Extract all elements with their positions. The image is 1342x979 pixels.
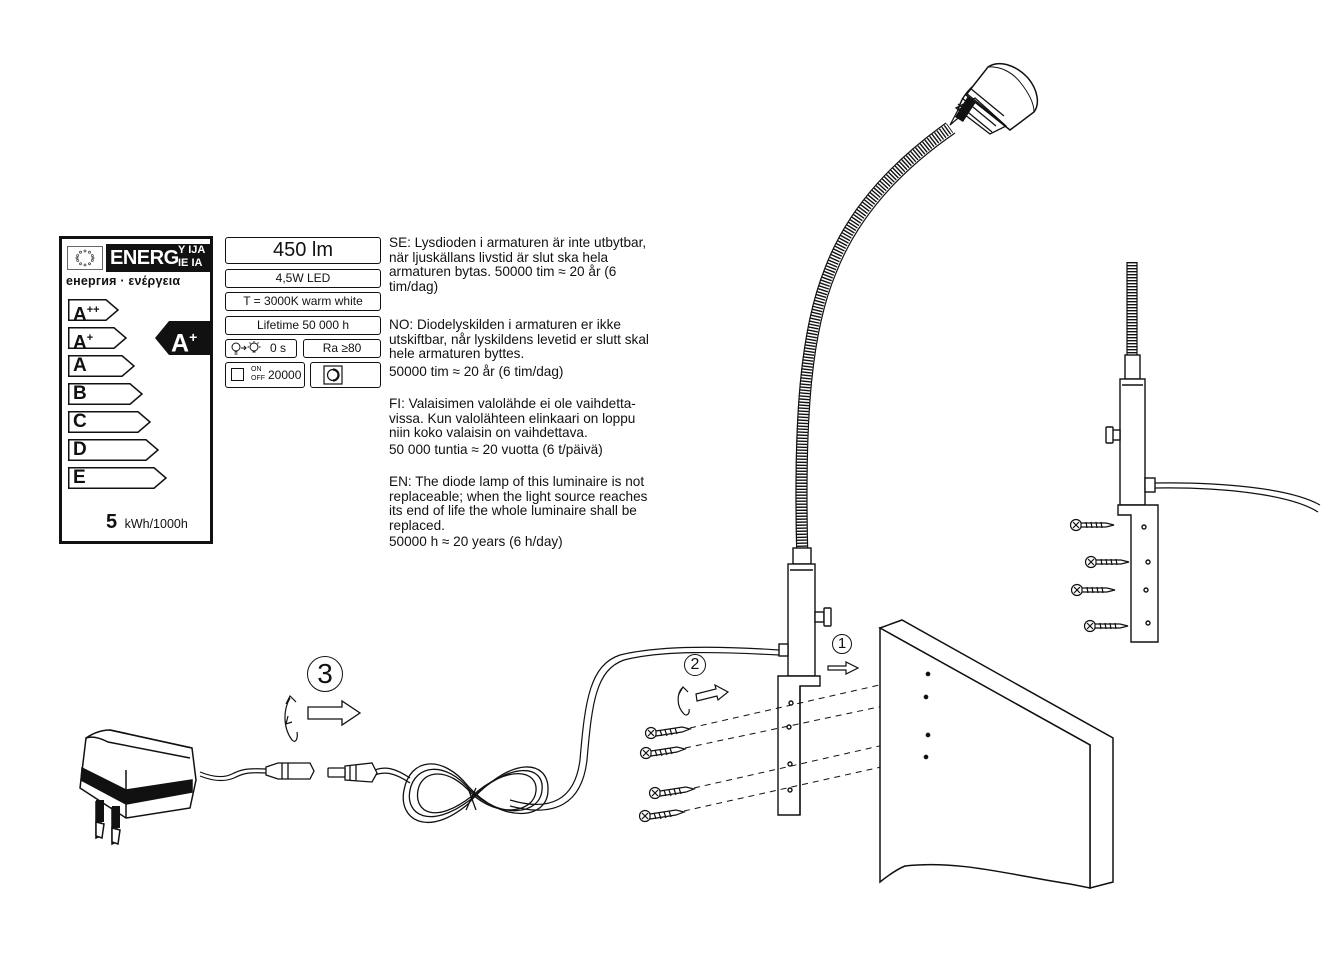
note-line: när ljuskällans livstid är slut ska hela: [389, 249, 609, 265]
spec-color-temperature: T = 3000K warm white: [225, 292, 381, 311]
note-line: vissa. Kun valolähteen elinkaari on lopp…: [389, 410, 636, 426]
switch-cycle-icon: [231, 368, 244, 381]
energy-title: ENERG: [110, 247, 179, 269]
screw: [1070, 583, 1116, 597]
note-line: 50 000 tuntia ≈ 20 vuotta (6 t/päivä): [389, 441, 603, 457]
note-line: its end of life the whole luminaire shal…: [389, 503, 637, 519]
rotate-icon-step-2: [677, 686, 690, 716]
gooseneck-arm: [795, 123, 954, 563]
detail-screws: [1069, 518, 1130, 633]
class-label: A++: [73, 304, 100, 326]
arrow-step-3: [307, 699, 362, 727]
class-label: A+: [73, 332, 94, 354]
energy-header: ENERG Y IJA IE IA: [106, 244, 212, 272]
wall-bracket: [777, 675, 821, 816]
screw-set: [638, 726, 697, 823]
spec-warmup: 0 s: [225, 339, 297, 358]
screw: [638, 809, 687, 823]
energy-consumption: 5 kWh/1000h: [106, 511, 188, 534]
dc-plug-male: [327, 762, 378, 783]
spec-dimmable: [310, 362, 381, 388]
energy-title-suffix-bottom: IE IA: [178, 257, 203, 269]
note-english: EN: The diode lamp of this luminaire is …: [389, 474, 648, 550]
spec-lumen: 450 lm: [225, 237, 381, 264]
wall-panel: [878, 619, 1114, 889]
eu-flag-icon: [67, 246, 103, 270]
lamp-head: [949, 62, 1039, 135]
energy-title-suffix-top: Y IJA: [178, 244, 206, 256]
lamp-body: [778, 547, 832, 677]
energy-label: ENERG Y IJA IE IA енергия · ενέργεια A++…: [59, 236, 213, 544]
class-label: B: [73, 383, 87, 404]
screw: [648, 786, 697, 800]
consumption-value: 5: [106, 511, 118, 533]
note-line: FI: Valaisimen valolähde ei ole vaihdett…: [389, 396, 636, 411]
note-line: replaced.: [389, 517, 445, 533]
note-line: hele armaturen byttes.: [389, 346, 525, 362]
bulb-warmup-icon: [231, 341, 261, 355]
switch-off-label: OFF: [251, 375, 265, 382]
class-label: C: [73, 411, 87, 432]
dimmer-icon: [323, 365, 343, 385]
class-label: E: [73, 467, 86, 488]
energy-word: енергия · ενέργεια: [66, 274, 181, 288]
detail-lamp-body: [1105, 354, 1156, 506]
spec-lifetime: Lifetime 50 000 h: [225, 316, 381, 335]
note-line: replaceable; when the light source reach…: [389, 488, 648, 504]
spec-power: 4,5W LED: [225, 269, 381, 288]
warmup-value: 0 s: [270, 341, 287, 355]
note-line: 50000 tim ≈ 20 år (6 tim/dag): [389, 363, 564, 379]
note-line: EN: The diode lamp of this luminaire is …: [389, 474, 645, 489]
power-adapter: [79, 729, 197, 846]
dc-plug-female: [265, 762, 315, 780]
note-line: 50000 h ≈ 20 years (6 h/day): [389, 534, 563, 550]
arrow-step-2: [695, 683, 730, 702]
note-line: NO: Diodelyskilden i armaturen er ikke: [389, 317, 621, 332]
step-number-3: 3: [307, 656, 343, 692]
note-norwegian: NO: Diodelyskilden i armaturen er ikke u…: [389, 317, 649, 379]
spec-cri: Ra ≥80: [303, 339, 381, 358]
screw: [644, 726, 693, 740]
class-label: D: [73, 439, 87, 460]
note-line: niin koko valaisin on vaihdettava.: [389, 425, 588, 441]
note-line: SE: Lysdioden i armaturen är inte utbytb…: [389, 235, 647, 250]
lamp-cable: [509, 646, 780, 805]
cable-coil: [402, 763, 549, 824]
note-line: armaturen bytas. 50000 tim ≈ 20 år (6: [389, 264, 617, 280]
screw: [639, 746, 688, 760]
rotate-icon-step-3: [284, 694, 298, 742]
screw: [1083, 619, 1129, 633]
note-line: tim/dag): [389, 278, 439, 294]
step-number-1: 1: [832, 634, 852, 654]
screw: [1069, 518, 1115, 532]
spec-switch-cycles: ON OFF 20000: [225, 362, 305, 388]
arrow-step-1: [827, 661, 860, 675]
detail-cable: [1154, 482, 1321, 506]
consumption-unit: kWh/1000h: [124, 517, 188, 531]
note-swedish: SE: Lysdioden i armaturen är inte utbytb…: [389, 235, 647, 294]
note-line: utskiftbar, når lyskildens levetid er sl…: [389, 331, 649, 347]
switch-cycles-value: 20000: [268, 368, 302, 382]
screw: [1084, 555, 1130, 569]
switch-on-label: ON: [251, 366, 262, 373]
rating-text: A+: [171, 329, 198, 358]
step-number-2: 2: [684, 654, 706, 676]
note-finnish: FI: Valaisimen valolähde ei ole vaihdett…: [389, 396, 636, 457]
class-label: A: [73, 355, 87, 376]
rating-badge: A+: [155, 321, 211, 358]
detail-bracket: [1117, 504, 1159, 643]
